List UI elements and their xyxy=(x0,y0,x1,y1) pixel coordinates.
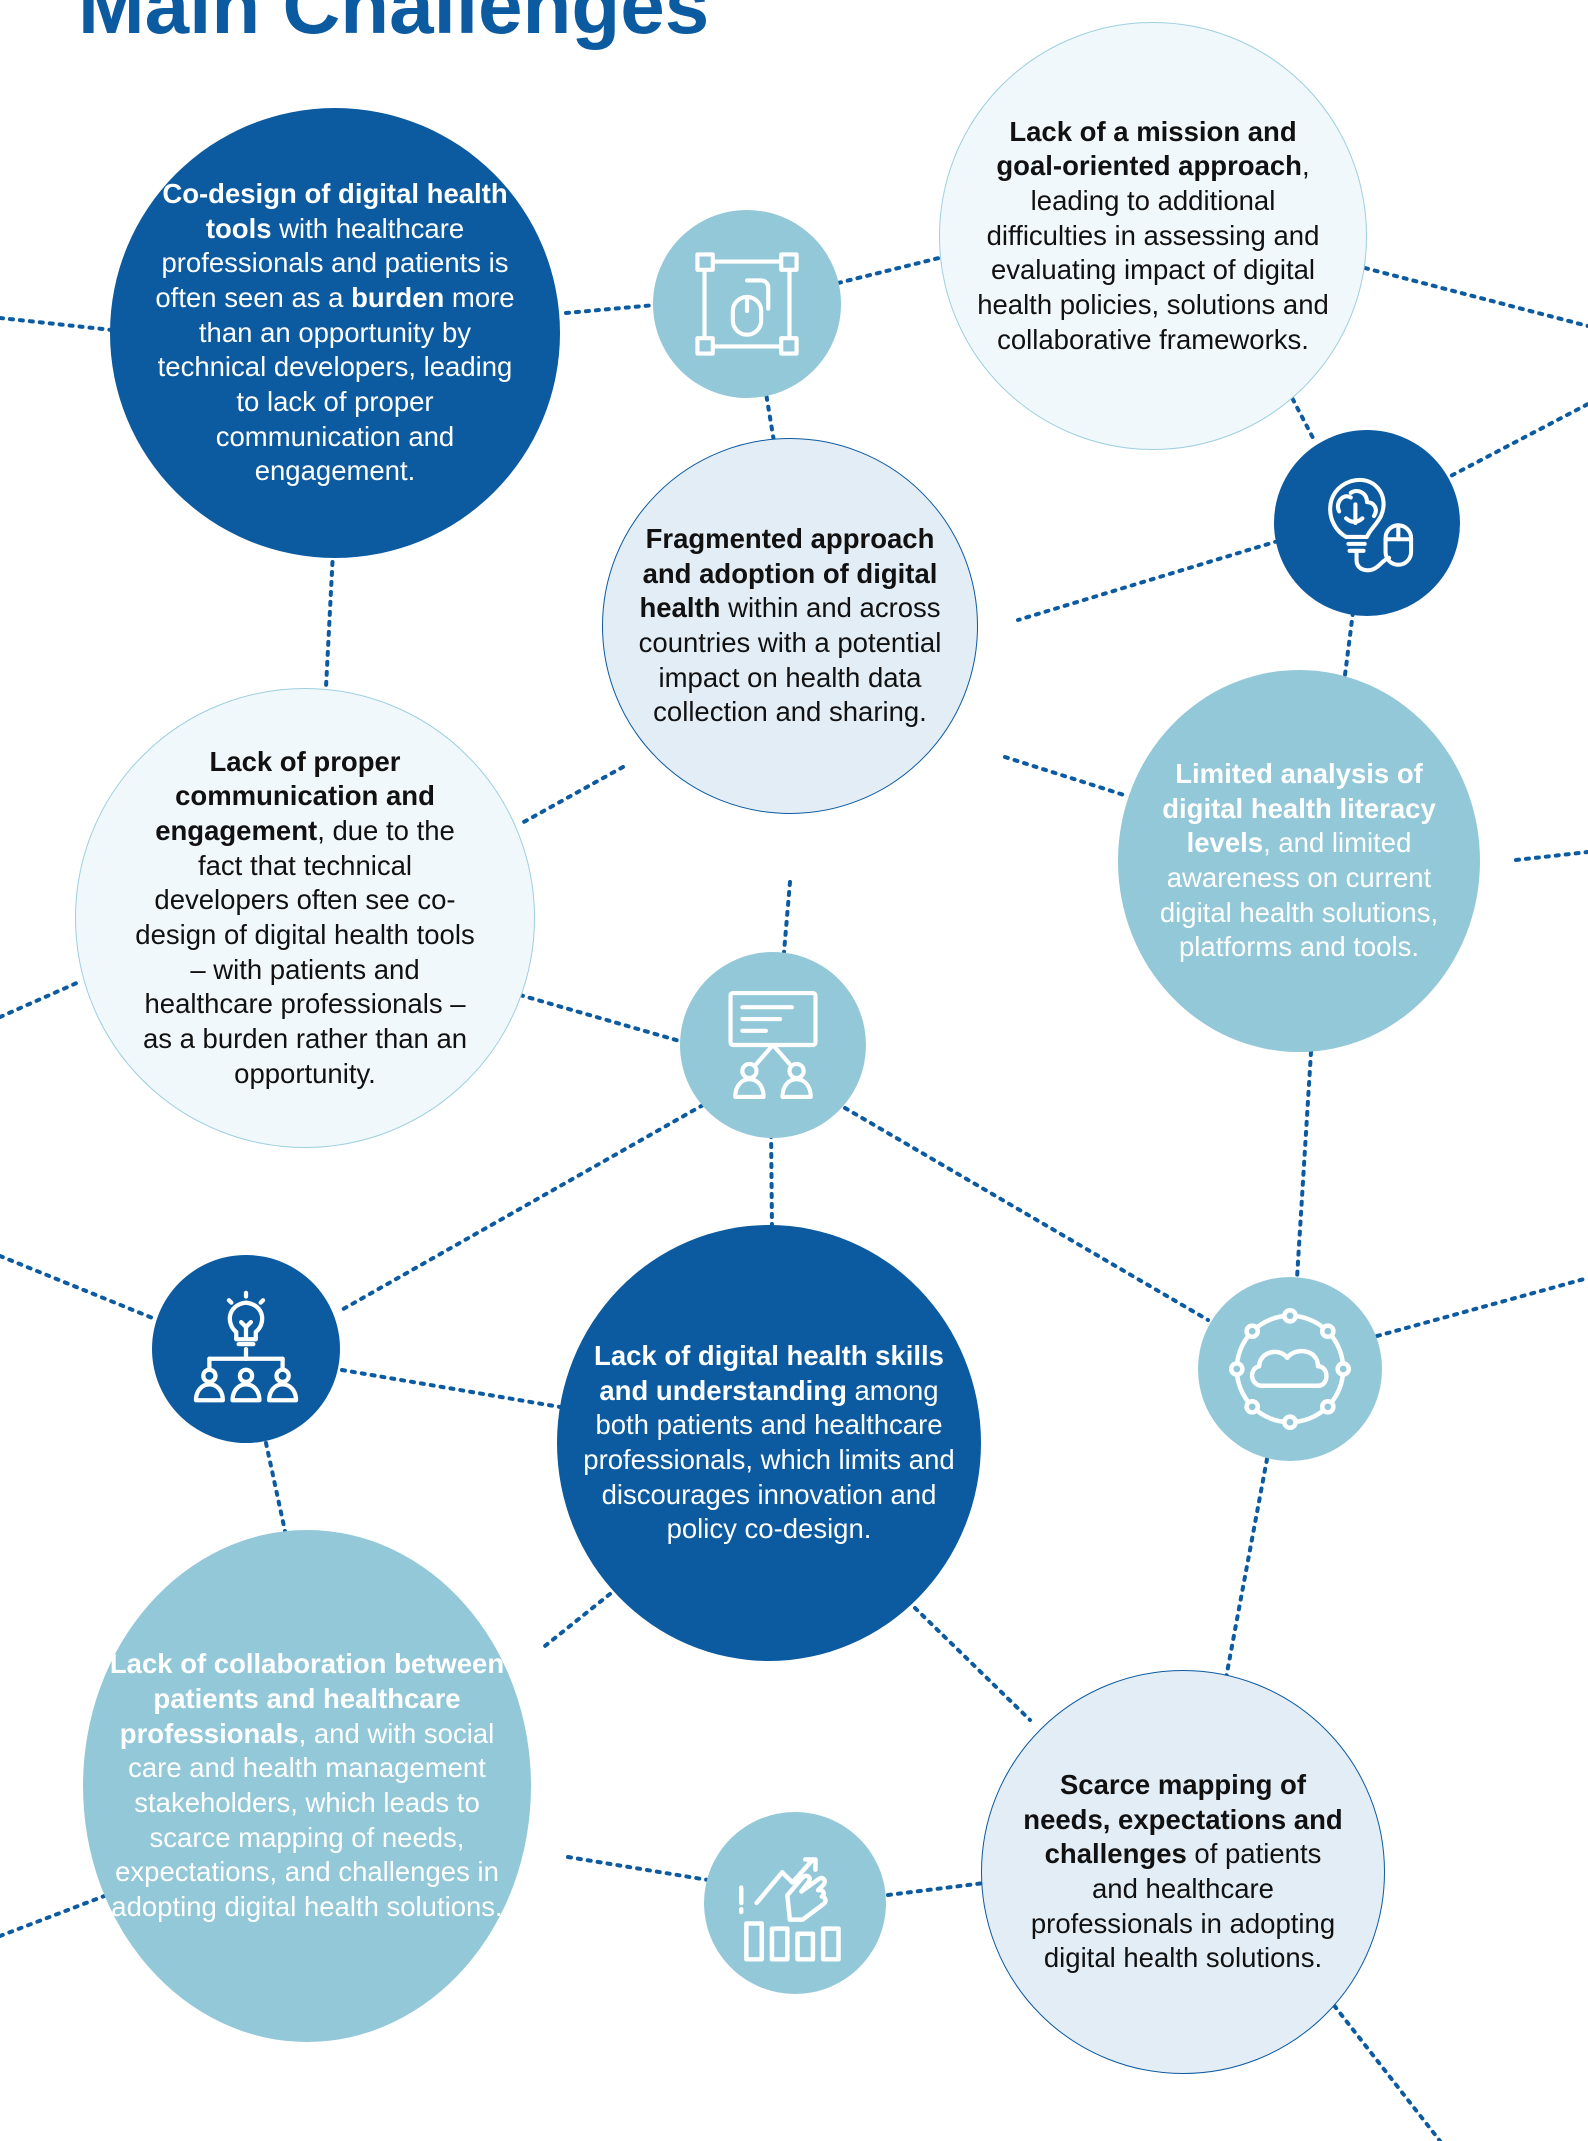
cloud-network-icon xyxy=(1228,1307,1352,1431)
connector-line xyxy=(836,255,945,285)
connector-line xyxy=(564,303,657,315)
brain-bulb-mouse-icon xyxy=(1328,477,1414,573)
connector-line xyxy=(843,1106,1210,1322)
connector-line xyxy=(538,1592,612,1652)
connector-line xyxy=(0,1893,109,1938)
connector-line xyxy=(336,1103,705,1314)
connector-line xyxy=(0,980,81,1019)
brain-icon-circle xyxy=(1274,430,1460,616)
idea-hierarchy-icon xyxy=(193,1290,299,1403)
challenge-codesign-burden: Co-design of digital health tools with h… xyxy=(110,108,560,558)
challenge-needs-mapping: Scarce mapping of needs, expectations an… xyxy=(981,1670,1385,2074)
connector-line xyxy=(1224,1457,1269,1680)
connector-line xyxy=(1363,266,1588,328)
connector-line xyxy=(1441,402,1588,482)
connector-line xyxy=(324,550,335,689)
connector-line xyxy=(1320,1988,1442,2141)
hierarchy-icon-circle xyxy=(152,1255,340,1443)
connector-line xyxy=(1003,755,1126,797)
connector-line xyxy=(520,765,625,825)
design-select-icon xyxy=(695,252,799,356)
connector-line xyxy=(1375,1276,1588,1338)
connector-line xyxy=(1295,1050,1313,1280)
connector-line xyxy=(340,1368,562,1409)
connector-line xyxy=(1514,850,1588,862)
presentation-icon-circle xyxy=(680,952,866,1138)
connector-line xyxy=(769,1122,774,1232)
connector-line xyxy=(782,880,792,954)
connector-line xyxy=(0,316,114,332)
connector-line xyxy=(264,1441,290,1547)
connector-line xyxy=(1016,539,1280,622)
challenge-digital-skills: Lack of digital health skills and unders… xyxy=(557,1225,981,1661)
presentation-board-icon xyxy=(728,991,818,1099)
connector-line xyxy=(518,993,685,1044)
connector-line xyxy=(886,1881,986,1897)
growth-icon-circle xyxy=(704,1812,886,1994)
growth-chart-hand-icon xyxy=(739,1857,841,1962)
connector-line xyxy=(0,1254,157,1321)
challenge-collaboration: Lack of collaboration between patients a… xyxy=(83,1530,531,2042)
challenge-communication-engagement: Lack of proper communication and engagem… xyxy=(75,688,535,1148)
design-icon-circle xyxy=(653,210,841,398)
connector-line xyxy=(1343,610,1355,677)
cloud-icon-circle xyxy=(1198,1277,1382,1461)
challenge-digital-literacy: Limited analysis of digital health liter… xyxy=(1118,670,1480,1052)
connector-line xyxy=(566,1855,710,1882)
page-title: Main Challenges xyxy=(78,0,710,50)
connector-line xyxy=(913,1606,1032,1722)
challenge-fragmented-approach: Fragmented approach and adoption of digi… xyxy=(602,438,978,814)
challenge-mission-approach: Lack of a mission and goal-oriented appr… xyxy=(939,22,1367,450)
